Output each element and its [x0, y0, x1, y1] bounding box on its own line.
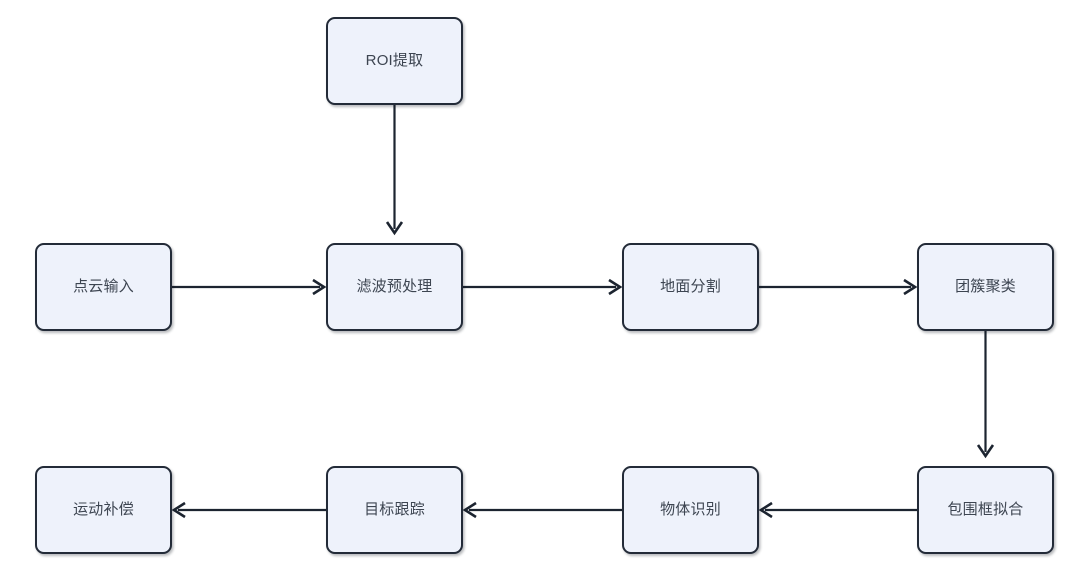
node-label: 运动补偿	[73, 500, 134, 518]
node-recognize[interactable]: 物体识别	[622, 466, 759, 554]
edge-ground-to-cluster	[759, 278, 918, 296]
node-compensate[interactable]: 运动补偿	[35, 466, 172, 554]
node-cluster[interactable]: 团簇聚类	[917, 243, 1054, 331]
node-filter[interactable]: 滤波预处理	[326, 243, 463, 331]
edge-filter-to-ground	[463, 278, 623, 296]
node-label: 地面分割	[660, 277, 721, 295]
node-bbox[interactable]: 包围框拟合	[917, 466, 1054, 554]
node-label: 滤波预处理	[356, 277, 433, 295]
node-label: 目标跟踪	[364, 500, 425, 518]
edge-cluster-to-bbox	[976, 331, 995, 459]
node-track[interactable]: 目标跟踪	[326, 466, 463, 554]
edge-roi-to-filter	[385, 105, 404, 236]
node-label: 物体识别	[660, 500, 721, 518]
node-ground[interactable]: 地面分割	[622, 243, 759, 331]
node-label: ROI提取	[365, 51, 424, 69]
edge-input-to-filter	[172, 278, 327, 296]
node-input[interactable]: 点云输入	[35, 243, 172, 331]
node-label: 团簇聚类	[955, 277, 1016, 295]
node-label: 包围框拟合	[947, 500, 1024, 518]
edge-bbox-to-recognize	[758, 501, 917, 519]
edge-recognize-to-track	[462, 501, 622, 519]
node-label: 点云输入	[73, 277, 134, 295]
node-roi[interactable]: ROI提取	[326, 17, 463, 105]
edge-track-to-compensate	[171, 501, 326, 519]
